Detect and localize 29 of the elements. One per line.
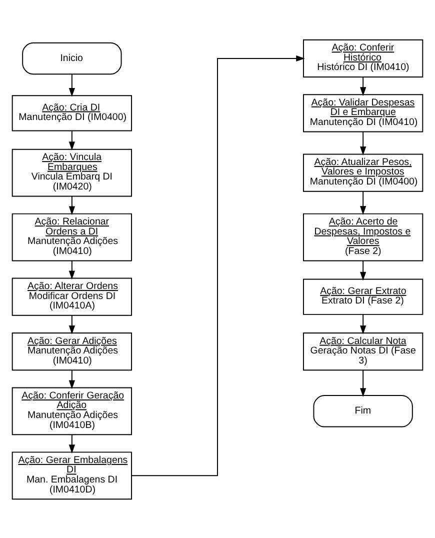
arrow: [68, 195, 75, 215]
node-box: Ação: Calcular Nota Geração Notas DI (Fase 3): [302, 332, 424, 370]
node-box: Ação: Gerar Adições Manutenção Adições (IM0410): [12, 332, 132, 370]
arrow: [68, 73, 75, 96]
arrow: [360, 190, 366, 214]
arrow: [68, 260, 75, 280]
node-box: Inicio: [22, 42, 122, 74]
arrow: [360, 131, 366, 155]
arrow: [131, 54, 305, 476]
node-box: Ação: Conferir Histórico Histórico DI (IM0410): [302, 38, 424, 78]
arrow: [68, 369, 75, 389]
arrow: [360, 76, 366, 96]
node-box: Ação: Acerto de Despesas, Impostos e Valores (Fase 2): [302, 212, 424, 261]
arrow: [360, 313, 366, 334]
node-box: Fim: [313, 394, 413, 427]
node-box: Ação: Atualizar Pesos, Valores e Impostos Manutenção DI (IM0400): [302, 153, 424, 192]
node-box: Ação: Gerar Extrato Extrato DI (Fase 2): [302, 278, 424, 314]
node-box: Ação: Relacionar Ordens a DI Manutenção Adições (IM0410): [12, 212, 132, 261]
node-box: Ação: Cria DI Manutenção DI (IM0400): [12, 94, 132, 131]
node-box: Ação: Alterar Ordens Modificar Ordens DI (IM0410A): [12, 277, 132, 316]
node-box: Ação: Vincula Embarques Vincula Embarq DI (IM0420): [12, 148, 132, 196]
arrow: [360, 369, 366, 396]
arrow: [68, 314, 75, 334]
node-box: Ação: Conferir Geração Adição Manutenção Adições (IM0410B): [12, 386, 132, 435]
arrow: [68, 434, 75, 453]
arrow: [360, 260, 366, 280]
node-box: Ação: Validar Despesas DI e Embarque Manutenção DI (IM0410): [302, 94, 424, 132]
arrow: [68, 130, 75, 150]
node-box: Ação: Gerar Embalagens DI Man. Embalagens DI (IM0410D): [12, 451, 132, 500]
